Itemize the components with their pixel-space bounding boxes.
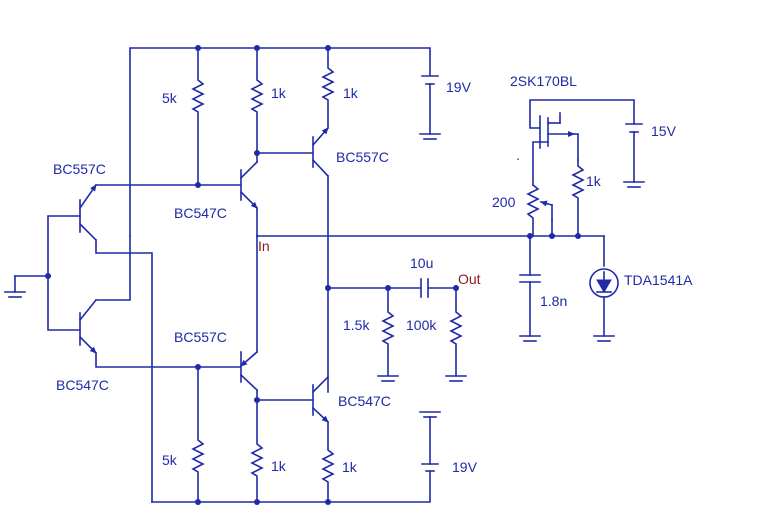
svg-text:.: . [516,147,520,163]
input-ground [4,215,81,331]
r-source-label: 1k [586,173,602,189]
resistor-top-5k: 5k [162,47,205,186]
battery-15v: 15V [623,123,677,188]
node-in-label: In [258,238,270,254]
q-out-bottom-label: BC547C [338,393,391,409]
supply-bottom-label: 19V [452,459,478,475]
c-out-label: 10u [410,255,433,271]
resistor-bottom-5k: 5k [162,366,205,503]
c-filter-label: 1.8n [540,293,567,309]
output-network: 10u Out 1.5k 100k [327,255,481,382]
jfet-label: 2SK170BL [510,73,577,89]
battery-bottom-19v: 19V [419,411,478,475]
resistor-bottom-1k-b: 1k [321,421,358,503]
supply-jfet-label: 15V [651,123,677,139]
transistor-out-top-bc557c: BC557C [256,126,389,393]
resistor-bottom-1k-a-label: 1k [271,458,287,474]
transistor-in-bottom-bc547c: BC547C [56,235,241,393]
resistor-bottom-1k-a: 1k [250,399,287,503]
transistor-mid-top-bc547c: BC547C [174,152,259,237]
resistor-bottom-1k-b-label: 1k [342,459,358,475]
resistor-top-1k-b-label: 1k [343,85,359,101]
q-mid-top-label: BC547C [174,205,227,221]
jfet-2sk170bl: 2SK170BL . [510,73,635,186]
transistor-mid-bottom-bc557c: BC557C [174,235,259,401]
resistor-top-1k-a-label: 1k [271,85,287,101]
supply-top-label: 19V [446,79,472,95]
resistor-source-1k: 1k [571,159,602,237]
node-out-label: Out [458,271,481,287]
resistor-top-1k-b: 1k [321,47,359,129]
r-load-a-label: 1.5k [343,317,370,333]
r-load-b-label: 100k [406,317,437,333]
junction-dots [45,45,581,505]
resistor-bottom-5k-label: 5k [162,452,178,468]
q-mid-bottom-label: BC557C [174,329,227,345]
r-trim-label: 200 [492,194,516,210]
transistor-out-bottom-bc547c: BC547C [256,375,391,424]
resistor-top-1k-a: 1k [250,47,287,154]
top-supply-rail [129,47,431,237]
current-source-tda1541a: TDA1541A [589,235,693,342]
diode-label: TDA1541A [624,272,693,288]
q-in-top-label: BC557C [53,161,106,177]
q-out-top-label: BC557C [336,149,389,165]
bottom-supply-rail [151,471,431,503]
resistor-top-5k-label: 5k [162,90,178,106]
battery-top-19v: 19V [419,75,472,140]
trimmer-200: 200 [492,183,553,237]
capacitor-1-8n: 1.8n [519,235,567,342]
q-in-bottom-label: BC547C [56,377,109,393]
in-node-wire: In [256,235,605,254]
